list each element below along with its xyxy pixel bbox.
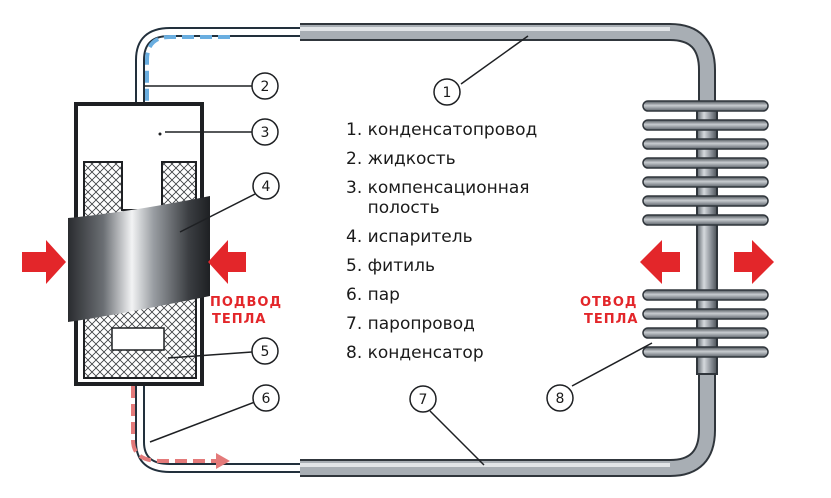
- vapor-flow-arrow: [131, 368, 230, 469]
- condenser-fins-upper: [642, 100, 769, 226]
- legend-list: 1. конденсатопровод 2. жидкость 3. компе…: [346, 120, 598, 372]
- legend-item-8: 8. конденсатор: [346, 343, 598, 363]
- callout-6: 6: [262, 391, 271, 407]
- callout-5: 5: [261, 344, 270, 360]
- vapor-pipe: [300, 372, 716, 477]
- legend-text: пар: [367, 285, 400, 305]
- legend-item-1: 1. конденсатопровод: [346, 120, 598, 140]
- legend-item-2: 2. жидкость: [346, 149, 598, 169]
- heat-in-label-line1: ПОДВОД: [210, 295, 282, 310]
- callout-circle-1: [433, 78, 461, 106]
- legend-text: испаритель: [367, 227, 473, 247]
- callout-1: 1: [443, 85, 452, 101]
- legend-item-6: 6. пар: [346, 285, 598, 305]
- heat-out-arrow-right: [734, 240, 774, 284]
- heat-in-label-line2: ТЕПЛА: [212, 312, 267, 327]
- heat-out-arrow-left: [640, 240, 680, 284]
- callout-circle-4: [252, 172, 280, 200]
- callout-circle-8: [546, 384, 574, 412]
- callout-4: 4: [262, 179, 271, 195]
- callout-circle-7: [409, 385, 437, 413]
- legend-number: 5.: [346, 256, 363, 276]
- callout-8: 8: [556, 391, 565, 407]
- callouts: 1 2 3 4 5 6 7 8: [251, 72, 574, 413]
- legend-number: 7.: [346, 314, 363, 334]
- callout-7: 7: [419, 392, 428, 408]
- legend-number: 4.: [346, 227, 363, 247]
- legend-number: 6.: [346, 285, 363, 305]
- callout-circle-5: [251, 337, 279, 365]
- callout-leaders: [144, 35, 653, 466]
- legend-text: фитиль: [367, 256, 436, 276]
- legend-number: 8.: [346, 343, 363, 363]
- heat-in-arrow-right: [208, 240, 246, 284]
- legend-number: 3.: [346, 178, 363, 198]
- legend-text: жидкость: [367, 149, 456, 169]
- callout-3: 3: [261, 125, 270, 141]
- heat-out-label-line2: ТЕПЛА: [584, 312, 639, 327]
- legend-text: конденсатор: [367, 343, 484, 363]
- heat-in-arrow-left: [22, 240, 66, 284]
- condensate-pipe: [300, 23, 716, 110]
- evaporator: [68, 102, 210, 386]
- heat-out-label-line1: ОТВОД: [580, 295, 637, 310]
- condenser: [642, 100, 769, 375]
- condenser-fins-lower: [642, 289, 769, 358]
- legend-item-4: 4. испаритель: [346, 227, 598, 247]
- callout-circle-3: [251, 118, 279, 146]
- legend-text: конденсатопровод: [367, 120, 538, 140]
- legend-item-7: 7. паропровод: [346, 314, 598, 334]
- legend-text: компенсационная полость: [367, 178, 530, 218]
- callout-2: 2: [261, 79, 270, 95]
- legend-number: 1.: [346, 120, 363, 140]
- legend-item-3: 3. компенсационная полость: [346, 178, 598, 218]
- legend-text: паропровод: [367, 314, 475, 334]
- legend-item-5: 5. фитиль: [346, 256, 598, 276]
- legend-number: 2.: [346, 149, 363, 169]
- callout-circle-6: [252, 384, 280, 412]
- callout-circle-2: [251, 72, 279, 100]
